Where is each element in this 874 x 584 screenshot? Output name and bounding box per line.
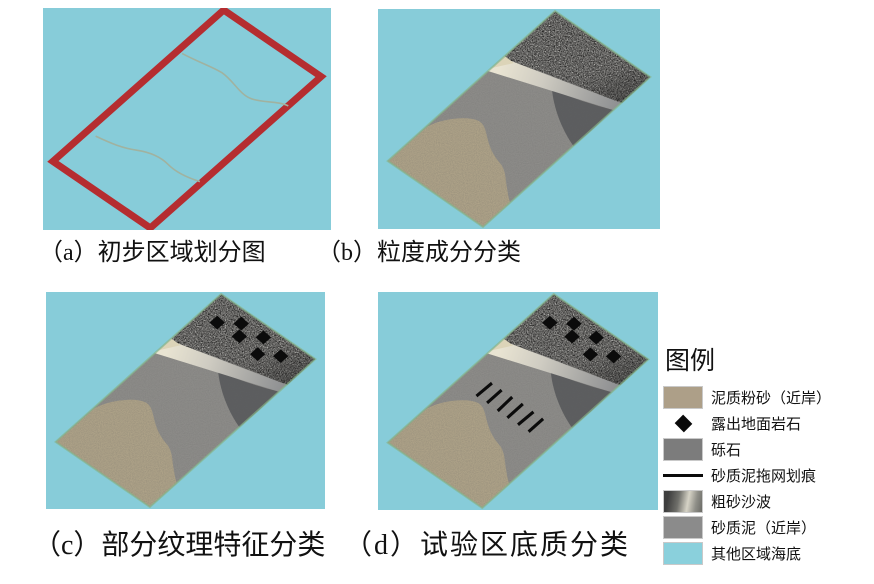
- muddy-silt-swatch: [663, 386, 703, 409]
- legend-title: 图例: [665, 348, 716, 375]
- caption-panel-a: （a）初步区域划分图: [39, 240, 266, 266]
- legend-item-sandy-mud: 砂质泥（近岸）: [663, 516, 874, 539]
- caption-panel-b: （b）粒度成分分类: [317, 240, 521, 266]
- panel-a-preliminary-division-map: [43, 8, 331, 230]
- coarse-sand-swatch: [663, 490, 703, 513]
- seabed-terrain-map: [378, 9, 660, 229]
- trawl-scratch-line-icon: [663, 464, 703, 487]
- legend-item-other-seabed: 其他区域海底: [663, 542, 874, 565]
- panel-c-texture-feature-classification: [46, 292, 325, 509]
- other-seabed-swatch: [663, 542, 703, 565]
- legend-item-label: 砂质泥（近岸）: [711, 521, 817, 537]
- caption-panel-c: （c）部分纹理特征分类: [33, 530, 326, 561]
- legend-item-label: 泥质粉砂（近岸）: [711, 391, 832, 407]
- legend-item-label: 砂质泥拖网划痕: [711, 469, 817, 485]
- caption-panel-d: （d）试验区底质分类: [344, 530, 631, 561]
- legend-item-label: 露出地面岩石: [711, 417, 802, 433]
- sandy-mud-swatch: [663, 516, 703, 539]
- legend-item-coarse-sand-waves: 粗砂沙波: [663, 490, 874, 513]
- panel-b-grain-size-classification: [378, 9, 660, 229]
- rock-diamond-icon: [663, 412, 703, 435]
- legend-item-label: 其他区域海底: [711, 547, 802, 563]
- survey-area-outline-map: [43, 8, 331, 230]
- gravel-swatch: [663, 438, 703, 461]
- legend-item-trawl-scratch: 砂质泥拖网划痕: [663, 464, 874, 487]
- legend: 图例 泥质粉砂（近岸） 露出地面岩石 砾石 砂质泥拖网划痕 粗砂沙波 砂质泥（近…: [663, 347, 874, 568]
- legend-item-label: 砾石: [711, 443, 742, 459]
- legend-item-gravel: 砾石: [663, 438, 874, 461]
- legend-item-exposed-rock: 露出地面岩石: [663, 412, 874, 435]
- legend-item-label: 粗砂沙波: [711, 495, 772, 511]
- legend-item-muddy-silt: 泥质粉砂（近岸）: [663, 386, 874, 409]
- seabed-terrain-map-with-rocks: [46, 292, 325, 509]
- panel-d-final-sediment-classification: [378, 292, 658, 510]
- seabed-terrain-map-with-rocks-and-scratches: [378, 292, 658, 510]
